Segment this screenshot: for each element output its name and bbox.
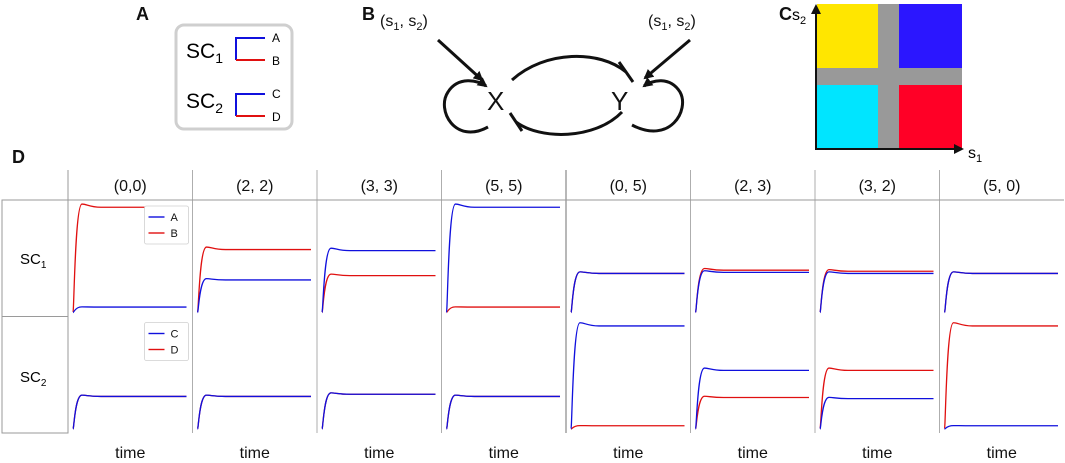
time-axis-label: time bbox=[364, 445, 394, 462]
legend-sc1-top-label: A bbox=[272, 31, 280, 45]
trace-sc2-c bbox=[944, 424, 1058, 430]
legend-sc1-bottom-label: B bbox=[272, 54, 280, 68]
cell-legend-label: C bbox=[171, 329, 179, 341]
trace-sc2-d bbox=[445, 394, 560, 430]
time-axis-label: time bbox=[738, 445, 768, 462]
trace-sc2-c bbox=[196, 394, 311, 430]
trace-sc2-d bbox=[321, 392, 436, 430]
x-axis-label: s1 bbox=[968, 145, 982, 165]
trace-sc2-c bbox=[72, 394, 187, 430]
trace-sc1-a bbox=[321, 247, 436, 314]
edge-y-to-x bbox=[515, 110, 624, 136]
trace-sc1-a bbox=[570, 271, 685, 314]
node-y: Y bbox=[611, 86, 628, 116]
trace-sc2-d bbox=[72, 394, 187, 430]
panel-label-a: A bbox=[136, 4, 149, 24]
row-label-sc2: SC2 bbox=[20, 369, 47, 389]
trace-sc2-d bbox=[943, 322, 1058, 430]
time-axis-label: time bbox=[613, 445, 643, 462]
cell-legend-label: D bbox=[171, 345, 179, 357]
column-header: (0,0) bbox=[114, 178, 147, 195]
edge-x-self-loop bbox=[442, 77, 489, 134]
panel-label-b: B bbox=[362, 4, 375, 24]
column-header: (5, 5) bbox=[485, 178, 522, 195]
panel-label-d: D bbox=[12, 147, 25, 167]
trace-sc2-d bbox=[196, 394, 311, 430]
trace-sc1-b bbox=[446, 306, 560, 314]
input-arrow-left bbox=[436, 38, 484, 82]
trace-sc2-d bbox=[819, 367, 934, 430]
cell-legend-box bbox=[144, 205, 189, 245]
edge-x-to-y bbox=[510, 55, 627, 82]
edge-x-to-y-bar bbox=[617, 61, 635, 83]
panel-c-phase: s2 s1 bbox=[792, 4, 982, 165]
row-label-sc1: SC1 bbox=[20, 251, 47, 271]
panel-b-network: X Y (s1, s2) (s1, s2) bbox=[380, 13, 696, 136]
legend-sc2-label: SC2 bbox=[186, 90, 223, 116]
trace-sc1-b bbox=[72, 203, 187, 314]
edge-y-self-loop bbox=[631, 77, 685, 133]
trace-sc2-c bbox=[321, 392, 436, 430]
trace-sc1-a bbox=[196, 277, 311, 314]
legend-box bbox=[174, 23, 294, 131]
cell-legend-label: A bbox=[171, 212, 179, 224]
legend-sc2-top-label: C bbox=[272, 87, 281, 101]
trace-sc2-c bbox=[819, 396, 934, 430]
region-top-left bbox=[817, 4, 878, 68]
trace-sc2-c bbox=[570, 322, 685, 430]
legend-sc2-top-line bbox=[235, 93, 265, 116]
time-axis-label: time bbox=[987, 445, 1017, 462]
input-label-left: (s1, s2) bbox=[380, 13, 428, 33]
column-header: (2, 2) bbox=[236, 178, 273, 195]
column-header: (3, 3) bbox=[361, 178, 398, 195]
trace-sc1-a bbox=[445, 203, 560, 314]
trace-sc1-b bbox=[570, 271, 685, 314]
input-label-right: (s1, s2) bbox=[648, 13, 696, 33]
time-axis-label: time bbox=[489, 445, 519, 462]
trace-sc1-a bbox=[943, 271, 1058, 314]
separator-horizontal bbox=[817, 68, 962, 85]
time-axis-label: time bbox=[240, 445, 270, 462]
input-arrow-right bbox=[643, 38, 691, 80]
edge-y-to-x-bar bbox=[508, 112, 524, 132]
region-top-right bbox=[899, 4, 962, 68]
region-bottom-left bbox=[817, 85, 878, 148]
cell-legend-label: B bbox=[171, 228, 178, 240]
node-x: X bbox=[487, 86, 504, 116]
row-labels: SC1 SC2 bbox=[20, 251, 47, 389]
trace-sc1-a bbox=[819, 271, 934, 314]
trace-sc1-b bbox=[694, 267, 809, 314]
time-course-cells: AB CD bbox=[72, 203, 1058, 430]
column-header: (0, 5) bbox=[610, 178, 647, 195]
trace-sc2-d bbox=[694, 395, 809, 430]
legend-sc1-label: SC1 bbox=[186, 40, 223, 66]
trace-sc2-c bbox=[694, 367, 809, 430]
trace-sc2-c bbox=[445, 394, 560, 430]
trace-sc2-d bbox=[570, 424, 685, 430]
cell-legend-box bbox=[144, 322, 189, 361]
trace-sc1-b bbox=[819, 268, 934, 314]
region-bottom-right bbox=[899, 85, 962, 148]
trace-sc1-a bbox=[72, 306, 187, 314]
y-axis-label: s2 bbox=[792, 7, 806, 27]
trace-sc1-b bbox=[943, 271, 1058, 314]
trace-sc1-b bbox=[196, 246, 311, 314]
legend-sc1-top-line bbox=[235, 37, 265, 60]
column-header: (5, 0) bbox=[983, 178, 1020, 195]
time-axis-label: time bbox=[115, 445, 145, 462]
panel-a-legend: SC1 A B SC2 C D bbox=[174, 23, 294, 131]
column-header: (3, 2) bbox=[859, 178, 896, 195]
trace-sc1-b bbox=[321, 273, 436, 314]
column-header: (2, 3) bbox=[734, 178, 771, 195]
panel-label-c: C bbox=[779, 4, 792, 24]
legend-sc2-bottom-label: D bbox=[272, 110, 281, 124]
time-axis-label: time bbox=[862, 445, 892, 462]
trace-sc1-a bbox=[694, 270, 809, 314]
column-headers: (0,0) time (2, 2) time (3, 3) time (5, 5) time (… bbox=[114, 178, 1021, 462]
panel-d-grid bbox=[1, 170, 1064, 434]
